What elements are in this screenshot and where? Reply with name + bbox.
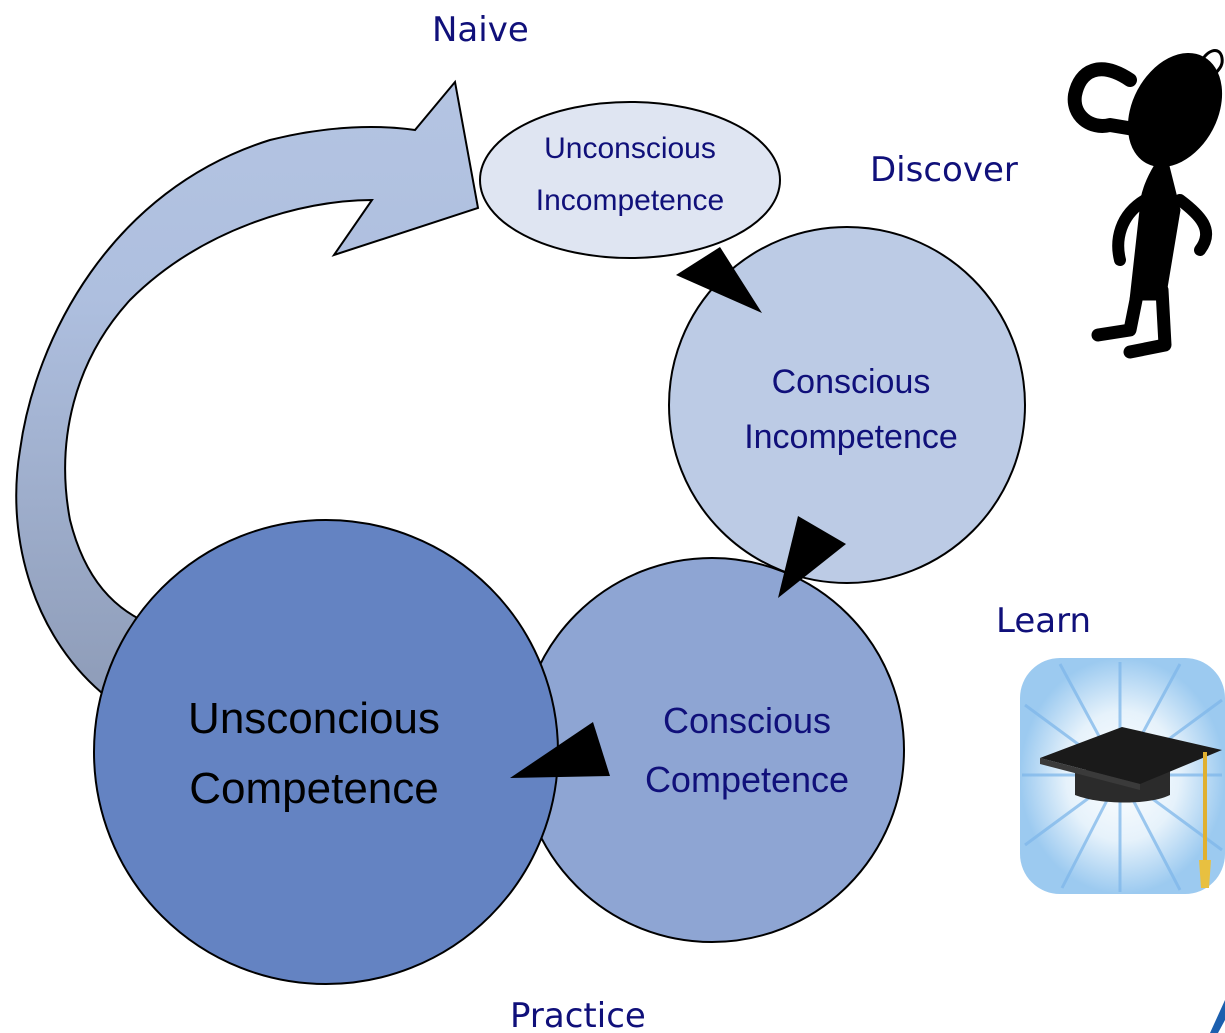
node-text-conscious-incompetence: Conscious Incompetence [744,363,958,456]
node-text-conscious-competence: Conscious Competence [645,700,849,800]
cycle-arrow [15,79,480,700]
node-unconscious-incompetence [479,101,781,259]
node-line: Conscious [663,700,831,741]
node-line: Competence [189,764,438,813]
stage-label-discover: Discover [870,150,1018,190]
stage-label-practice: Practice [510,996,646,1033]
stage-label-naive: Naive [432,10,529,50]
thinking-person-icon [1067,49,1224,359]
node-unconscious-competence [93,519,559,985]
node-line: Conscious [772,363,931,401]
arrowhead-discover-to-learn [778,516,846,598]
node-text-unconscious-competence: Unsconcious Competence [188,694,440,813]
node-conscious-incompetence [668,226,1026,584]
node-line: Competence [645,759,849,800]
logo-mark-icon [1210,1000,1225,1033]
node-line: Incompetence [536,184,724,217]
graduation-cap-icon [1020,658,1225,894]
arrowhead-naive-to-discover [676,247,762,313]
node-line: Unsconcious [188,694,440,743]
node-line: Incompetence [744,418,958,456]
node-text-unconscious-incompetence: Unconscious Incompetence [536,132,724,217]
stage-label-learn: Learn [996,601,1091,641]
node-line: Unconscious [544,132,716,165]
arrowhead-learn-to-practice [510,722,610,778]
